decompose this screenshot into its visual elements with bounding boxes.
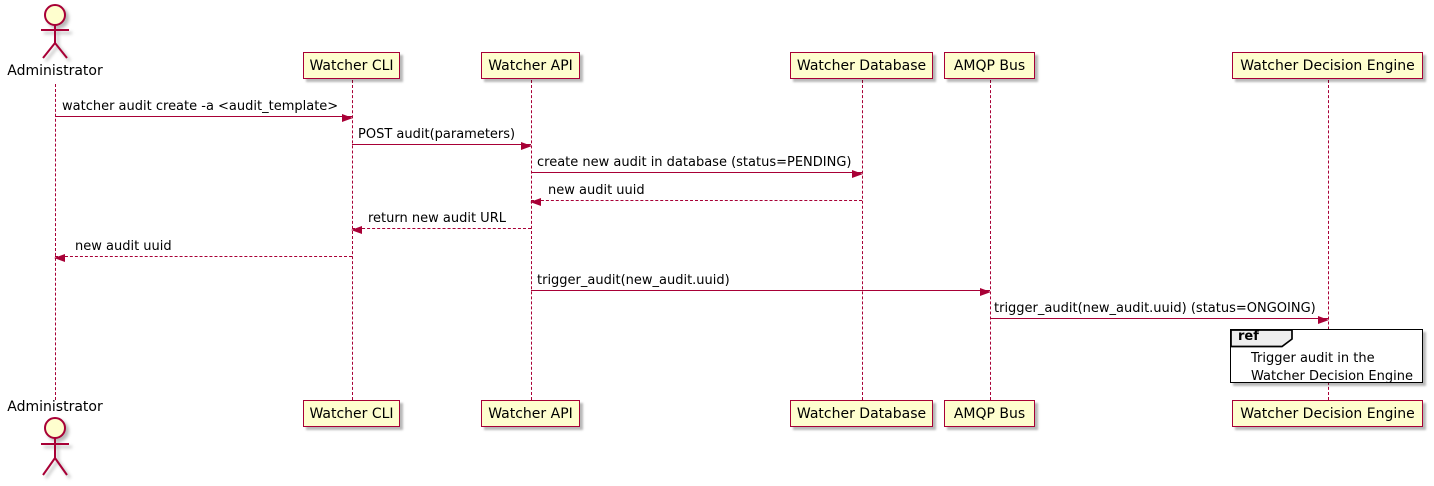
actor-label-top: Administrator <box>7 63 103 79</box>
message-4-line <box>531 200 862 201</box>
participant-watcher-cli-bottom: Watcher CLI <box>303 400 400 427</box>
lifeline-amqp-bus <box>990 80 991 400</box>
lifeline-watcher-database <box>862 80 863 400</box>
lifeline-watcher-api <box>531 80 532 400</box>
message-8-line <box>990 318 1328 319</box>
arrow-right-icon <box>1318 316 1329 324</box>
message-2-line <box>352 144 531 145</box>
administrator-actor-icon <box>33 416 77 484</box>
ref-tag: ref <box>1230 329 1294 352</box>
ref-fragment-text: Trigger audit in the Watcher Decision En… <box>1251 350 1413 386</box>
arrow-right-icon <box>342 114 353 122</box>
participant-amqp-bus-bottom: AMQP Bus <box>944 400 1035 427</box>
lifeline-administrator <box>55 84 56 400</box>
message-2: POST audit(parameters) <box>352 125 532 150</box>
message-1: watcher audit create -a <audit_template> <box>55 97 353 122</box>
arrow-left-icon <box>54 254 65 262</box>
message-7: trigger_audit(new_audit.uuid) <box>531 271 991 296</box>
arrow-right-icon <box>852 170 863 178</box>
participant-watcher-decision-engine-bottom: Watcher Decision Engine <box>1232 400 1423 427</box>
message-5-line <box>352 228 531 229</box>
ref-fragment-line1: Trigger audit in the <box>1251 351 1375 366</box>
ref-fragment: ref Trigger audit in the Watcher Decisio… <box>1230 329 1423 386</box>
message-6-label: new audit uuid <box>75 239 172 254</box>
message-3-label: create new audit in database (status=PEN… <box>537 155 852 170</box>
message-8-label: trigger_audit(new_audit.uuid) (status=ON… <box>994 301 1316 316</box>
actor-label-bottom: Administrator <box>7 399 103 415</box>
participant-watcher-cli-top: Watcher CLI <box>303 52 400 79</box>
participant-watcher-api-top: Watcher API <box>481 52 580 79</box>
arrow-right-icon <box>980 288 991 296</box>
arrow-right-icon <box>521 142 532 150</box>
message-5: return new audit URL <box>351 209 531 234</box>
message-7-label: trigger_audit(new_audit.uuid) <box>537 273 730 288</box>
message-8: trigger_audit(new_audit.uuid) (status=ON… <box>990 299 1329 324</box>
message-3-line <box>531 172 862 173</box>
arrow-left-icon <box>351 226 362 234</box>
participant-amqp-bus-top: AMQP Bus <box>944 52 1035 79</box>
participant-watcher-database-top: Watcher Database <box>790 52 933 79</box>
message-4-label: new audit uuid <box>548 183 645 198</box>
administrator-actor-icon <box>33 3 77 67</box>
message-4: new audit uuid <box>530 181 862 206</box>
arrow-left-icon <box>530 198 541 206</box>
message-2-label: POST audit(parameters) <box>358 127 516 142</box>
message-6-line <box>55 256 352 257</box>
message-1-label: watcher audit create -a <audit_template> <box>62 99 339 114</box>
message-5-label: return new audit URL <box>368 211 506 226</box>
message-3: create new audit in database (status=PEN… <box>531 153 863 178</box>
message-6: new audit uuid <box>54 237 352 262</box>
participant-watcher-api-bottom: Watcher API <box>481 400 580 427</box>
ref-fragment-line2: Watcher Decision Engine <box>1251 369 1413 384</box>
lifeline-watcher-cli <box>352 80 353 400</box>
ref-tag-label: ref <box>1238 329 1259 344</box>
participant-watcher-decision-engine-top: Watcher Decision Engine <box>1232 52 1423 79</box>
message-1-line <box>55 116 352 117</box>
message-7-line <box>531 290 990 291</box>
participant-watcher-database-bottom: Watcher Database <box>790 400 933 427</box>
lifeline-watcher-decision-engine <box>1328 80 1329 400</box>
